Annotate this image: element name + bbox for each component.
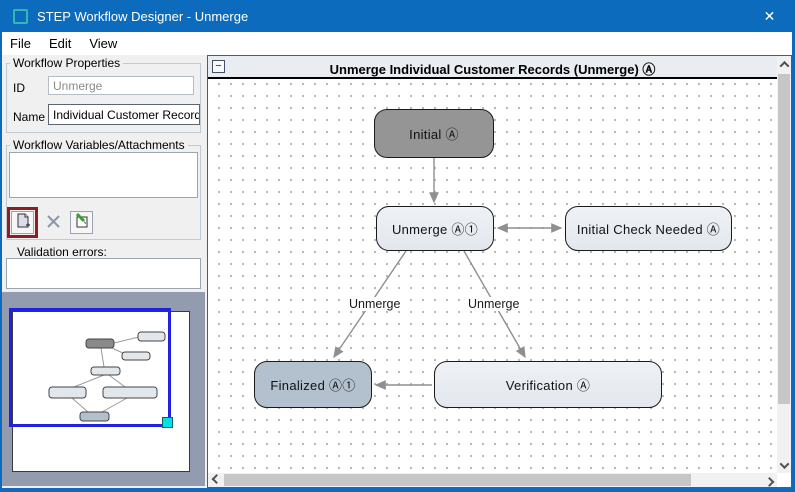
canvas-title: Unmerge Individual Customer Records (Unm… [329, 62, 656, 77]
menu-edit[interactable]: Edit [48, 36, 72, 51]
add-variable-button[interactable] [11, 211, 34, 234]
delete-variable-button[interactable] [42, 211, 65, 234]
node-unmerge[interactable]: Unmerge Ⓐ① [376, 206, 494, 251]
add-document-icon [15, 213, 31, 232]
variables-list[interactable] [9, 152, 198, 198]
workflow-variables-title: Workflow Variables/Attachments [10, 138, 188, 152]
node-verification[interactable]: Verification Ⓐ [434, 361, 662, 408]
minimap-page [12, 311, 190, 472]
edit-pencil-icon [74, 212, 90, 232]
name-field[interactable]: Individual Customer Records [48, 104, 200, 125]
workflow-minimap[interactable] [2, 292, 205, 486]
horizontal-scroll-thumb[interactable] [224, 474, 691, 486]
diagram-area[interactable]: Initial Ⓐ Unmerge Ⓐ① Initial Check Neede… [208, 81, 777, 473]
name-label: Name [13, 110, 46, 124]
app-icon [13, 8, 28, 24]
scroll-down-button[interactable] [777, 457, 791, 473]
workflow-canvas: − Unmerge Individual Customer Records (U… [207, 55, 792, 488]
left-panel: Workflow Properties ID Unmerge Name Indi… [2, 55, 205, 488]
workflow-variables-group: Workflow Variables/Attachments [6, 138, 201, 240]
menu-file[interactable]: File [10, 36, 31, 51]
add-button-highlight [7, 207, 38, 238]
scrollbar-corner [777, 473, 791, 487]
vertical-scrollbar[interactable] [777, 56, 791, 473]
workflow-properties-group: Workflow Properties ID Unmerge Name Indi… [6, 56, 201, 133]
validation-errors-label: Validation errors: [17, 245, 107, 259]
chevron-down-icon [779, 458, 789, 469]
minimap-resize-handle[interactable] [162, 417, 173, 428]
minimap-thumbnail [48, 331, 166, 422]
node-finalized[interactable]: Finalized Ⓐ① [254, 361, 372, 408]
node-initial[interactable]: Initial Ⓐ [374, 109, 494, 158]
id-label: ID [13, 81, 25, 95]
title-bar[interactable]: STEP Workflow Designer - Unmerge ✕ [2, 0, 792, 32]
name-field-value: Individual Customer Records [53, 107, 200, 122]
validation-errors-box [6, 258, 201, 289]
node-initial-check-needed[interactable]: Initial Check Needed Ⓐ [565, 206, 732, 251]
edit-variable-button[interactable] [70, 211, 93, 234]
delete-x-icon [46, 214, 61, 232]
edge-label-unmerge-finalized: Unmerge [347, 297, 403, 311]
chevron-left-icon [211, 473, 221, 484]
minimap-viewport[interactable] [9, 308, 171, 427]
horizontal-scrollbar[interactable] [208, 473, 777, 487]
menu-bar: File Edit View [2, 32, 792, 55]
scroll-left-button[interactable] [208, 473, 224, 487]
chevron-up-icon [779, 60, 789, 71]
window-title: STEP Workflow Designer - Unmerge [37, 8, 249, 24]
collapse-toggle[interactable]: − [212, 60, 225, 73]
scroll-up-button[interactable] [777, 56, 791, 72]
menu-view[interactable]: View [89, 36, 118, 51]
edge-label-unmerge-verification: Unmerge [466, 297, 522, 311]
canvas-header: − Unmerge Individual Customer Records (U… [208, 56, 777, 79]
chevron-right-icon [764, 476, 774, 487]
id-field[interactable]: Unmerge [48, 76, 194, 95]
scroll-right-button[interactable] [761, 473, 777, 487]
workflow-properties-title: Workflow Properties [10, 56, 124, 70]
close-button[interactable]: ✕ [763, 7, 776, 24]
vertical-scroll-thumb[interactable] [778, 74, 790, 404]
